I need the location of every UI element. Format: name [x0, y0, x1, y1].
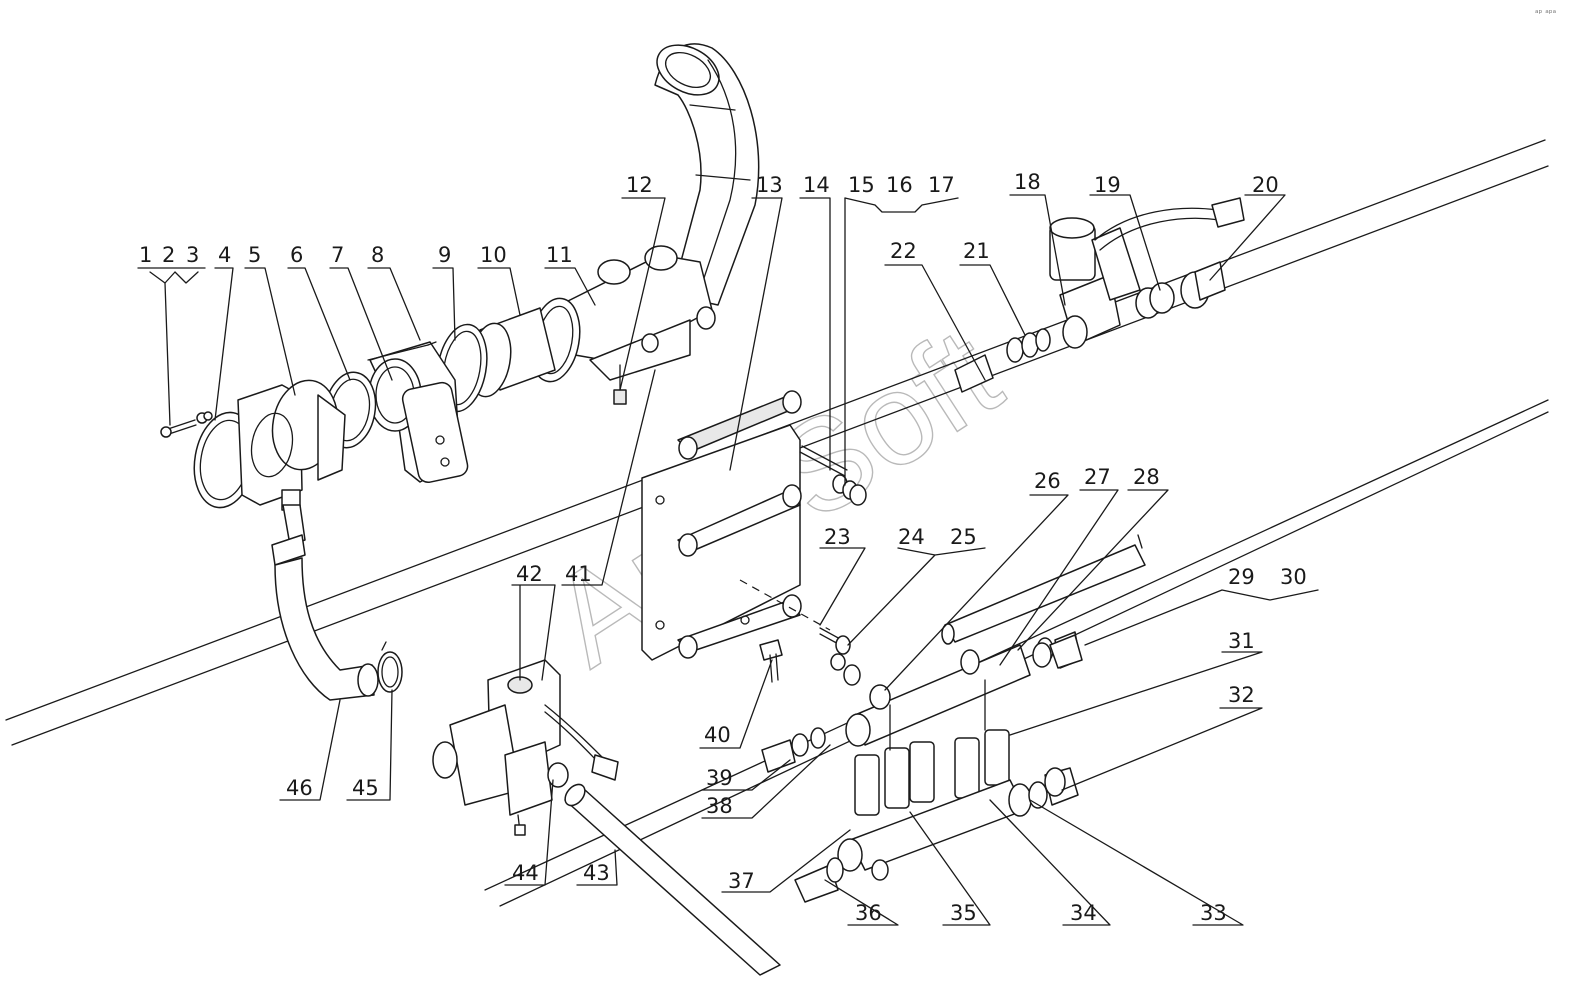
label-15: 15: [848, 173, 875, 197]
label-7: 7: [331, 243, 344, 267]
label-39: 39: [706, 766, 733, 790]
fuel-injectors: [854, 679, 1010, 816]
label-41: 41: [565, 562, 592, 586]
fuel-rail-lower: [794, 767, 1079, 903]
fuel-line-fittings: [954, 328, 1051, 393]
label-40: 40: [704, 723, 731, 747]
intake-elbow-pipe: [654, 43, 760, 306]
label-20: 20: [1252, 173, 1279, 197]
label-18: 18: [1014, 170, 1041, 194]
label-27: 27: [1084, 465, 1111, 489]
label-25: 25: [950, 525, 977, 549]
label-29: 29: [1228, 565, 1255, 589]
corner-mark: ᵃᵖ ᵃᵖᵃ: [1535, 9, 1556, 19]
label-10: 10: [480, 243, 507, 267]
label-35: 35: [950, 901, 977, 925]
label-14: 14: [803, 173, 830, 197]
label-26: 26: [1034, 469, 1061, 493]
label-24: 24: [898, 525, 925, 549]
label-31: 31: [1228, 629, 1255, 653]
stud-and-nuts: [799, 445, 867, 506]
label-43: 43: [583, 861, 610, 885]
label-30: 30: [1280, 565, 1307, 589]
return-hose: [941, 534, 1146, 669]
label-8: 8: [371, 243, 384, 267]
label-6: 6: [290, 243, 303, 267]
bolt-washers: [160, 411, 213, 438]
label-5: 5: [248, 243, 261, 267]
label-21: 21: [963, 239, 990, 263]
label-3: 3: [186, 243, 199, 267]
leader-lines: [137, 194, 1319, 926]
label-46: 46: [286, 776, 313, 800]
intake-manifold-housing: [559, 245, 716, 405]
label-23: 23: [824, 525, 851, 549]
label-17: 17: [928, 173, 955, 197]
connecting-hose: [564, 783, 781, 976]
label-16: 16: [886, 173, 913, 197]
adapter-flange: [237, 379, 346, 511]
vent-hose: [271, 504, 403, 701]
part-labels: 1 2 3 4 5 6 7 8 9 10 11 12 13 14 15 16 1…: [139, 170, 1307, 925]
label-33: 33: [1200, 901, 1227, 925]
shutoff-solenoid-valve: [1049, 197, 1245, 349]
label-12: 12: [626, 173, 653, 197]
label-44: 44: [512, 861, 539, 885]
label-19: 19: [1094, 173, 1121, 197]
label-4: 4: [218, 243, 231, 267]
label-13: 13: [756, 173, 783, 197]
label-1: 1: [139, 243, 152, 267]
bolts: [759, 627, 861, 686]
label-28: 28: [1133, 465, 1160, 489]
label-11: 11: [546, 243, 573, 267]
label-9: 9: [438, 243, 451, 267]
label-32: 32: [1228, 683, 1255, 707]
label-22: 22: [890, 239, 917, 263]
label-36: 36: [855, 901, 882, 925]
temperature-sensor: [761, 727, 826, 773]
label-45: 45: [352, 776, 379, 800]
label-42: 42: [516, 562, 543, 586]
label-37: 37: [728, 869, 755, 893]
throttle-body: [367, 341, 469, 484]
label-34: 34: [1070, 901, 1097, 925]
label-38: 38: [706, 794, 733, 818]
label-2: 2: [162, 243, 175, 267]
